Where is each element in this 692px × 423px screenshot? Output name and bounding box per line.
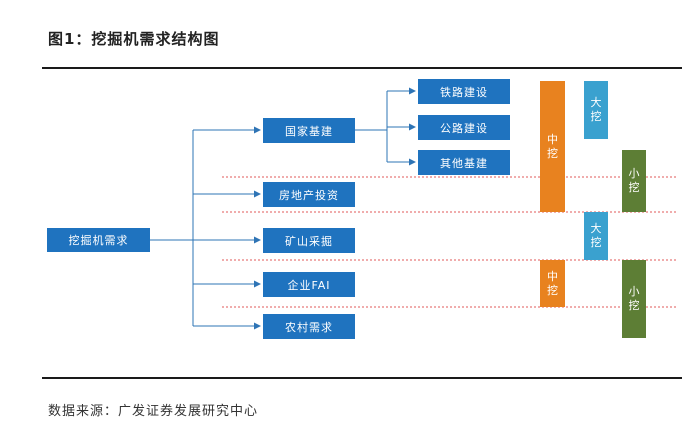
bar-label: 小: [628, 285, 640, 298]
bar-label: 挖: [547, 283, 558, 297]
bar-label: 挖: [628, 299, 640, 312]
bar-label: 挖: [547, 146, 558, 160]
bar-small-excavator-1: 小 挖: [622, 150, 646, 212]
node-railway-construction: 铁路建设: [418, 79, 510, 104]
node-excavator-demand: 挖掘机需求: [47, 228, 150, 252]
bar-label: 挖: [590, 110, 602, 123]
top-rule: [42, 67, 682, 69]
node-mining: 矿山采掘: [263, 228, 355, 253]
bar-label: 中: [547, 269, 558, 283]
bar-large-excavator-2: 大 挖: [584, 212, 608, 260]
node-highway-construction: 公路建设: [418, 115, 510, 140]
bar-label: 大: [590, 222, 602, 235]
data-source-note: 数据来源：广发证券发展研究中心: [48, 404, 259, 419]
node-enterprise-fai: 企业FAI: [263, 272, 355, 297]
bar-medium-excavator-2: 中 挖: [540, 260, 565, 307]
bar-label: 中: [547, 132, 558, 146]
node-rural-demand: 农村需求: [263, 314, 355, 339]
bar-label: 大: [590, 96, 602, 109]
bar-small-excavator-2: 小 挖: [622, 260, 646, 338]
bar-large-excavator-1: 大 挖: [584, 81, 608, 139]
node-other-infrastructure: 其他基建: [418, 150, 510, 175]
bar-label: 挖: [628, 181, 640, 194]
node-real-estate-investment: 房地产投资: [263, 182, 355, 207]
bottom-rule: [42, 377, 682, 379]
bar-label: 小: [628, 167, 640, 180]
node-national-infrastructure: 国家基建: [263, 118, 355, 143]
figure-title: 图1：挖掘机需求结构图: [48, 30, 220, 48]
bar-medium-excavator-1: 中 挖: [540, 81, 565, 212]
bar-label: 挖: [590, 236, 602, 249]
